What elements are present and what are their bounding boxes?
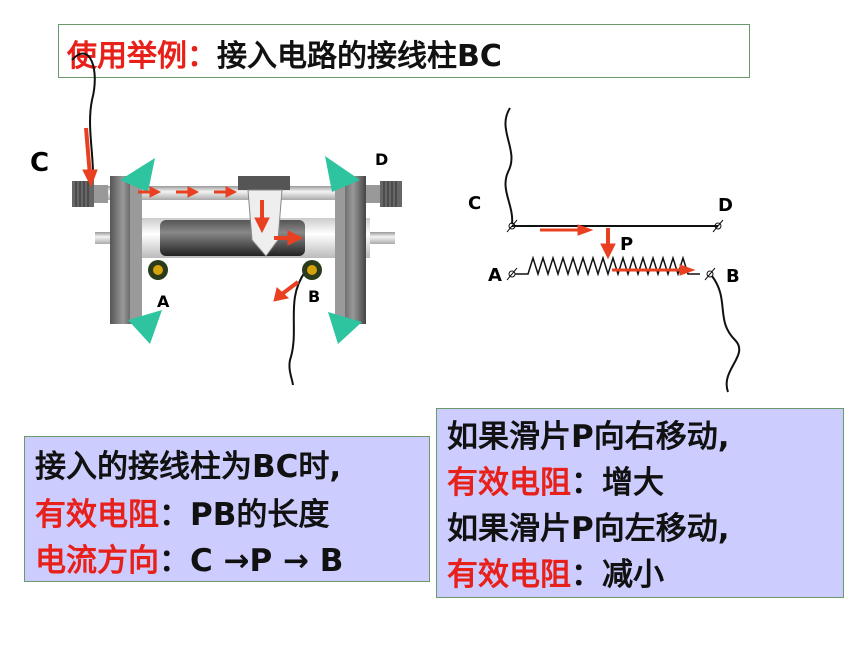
label-d: D [375, 150, 389, 169]
current-arrows [82, 127, 304, 302]
wire-c [71, 52, 96, 191]
corner-marker [325, 156, 360, 192]
circuit-label-b: B [726, 266, 740, 287]
left-line-3: 电流方向：C →P → B [35, 543, 344, 579]
label-a: A [157, 292, 170, 311]
title: 使用举例：接入电路的接线柱BC [67, 31, 502, 75]
corner-marker [120, 158, 155, 192]
explanation-box-right: 如果滑片P向右移动, 有效电阻：增大 如果滑片P向左移动, 有效电阻：减小 [436, 408, 844, 598]
left-line-2: 有效电阻：PB的长度 [35, 497, 330, 533]
explanation-box-left: 接入的接线柱为BC时, 有效电阻：PB的长度 电流方向：C →P → B [24, 436, 430, 582]
right-line-1: 如果滑片P向右移动, [447, 419, 730, 455]
title-text: 接入电路的接线柱BC [217, 39, 502, 74]
wire-b [288, 271, 306, 386]
top-rod [105, 186, 385, 200]
circuit-diagram [504, 107, 741, 393]
circuit-label-d: D [718, 195, 733, 216]
left-line-1: 接入的接线柱为BC时, [35, 449, 342, 485]
circuit-wire-c [504, 107, 514, 225]
right-line-4: 有效电阻：减小 [447, 557, 664, 593]
label-c: C [30, 148, 50, 178]
circuit-label-c: C [468, 193, 482, 214]
circuit-wire-b [711, 275, 741, 393]
circuit-label-p: P [620, 234, 634, 255]
slider-top [238, 176, 290, 190]
corner-marker [328, 312, 362, 344]
right-line-2: 有效电阻：增大 [447, 465, 664, 501]
label-b: B [308, 287, 321, 306]
right-line-3: 如果滑片P向左移动, [447, 511, 730, 547]
knob-d [380, 181, 402, 207]
circuit-label-a: A [488, 265, 502, 286]
title-highlight: 使用举例： [67, 39, 217, 74]
resistor-coil [515, 255, 700, 277]
title-box: 使用举例：接入电路的接线柱BC [58, 24, 750, 78]
corner-marker [128, 310, 162, 344]
